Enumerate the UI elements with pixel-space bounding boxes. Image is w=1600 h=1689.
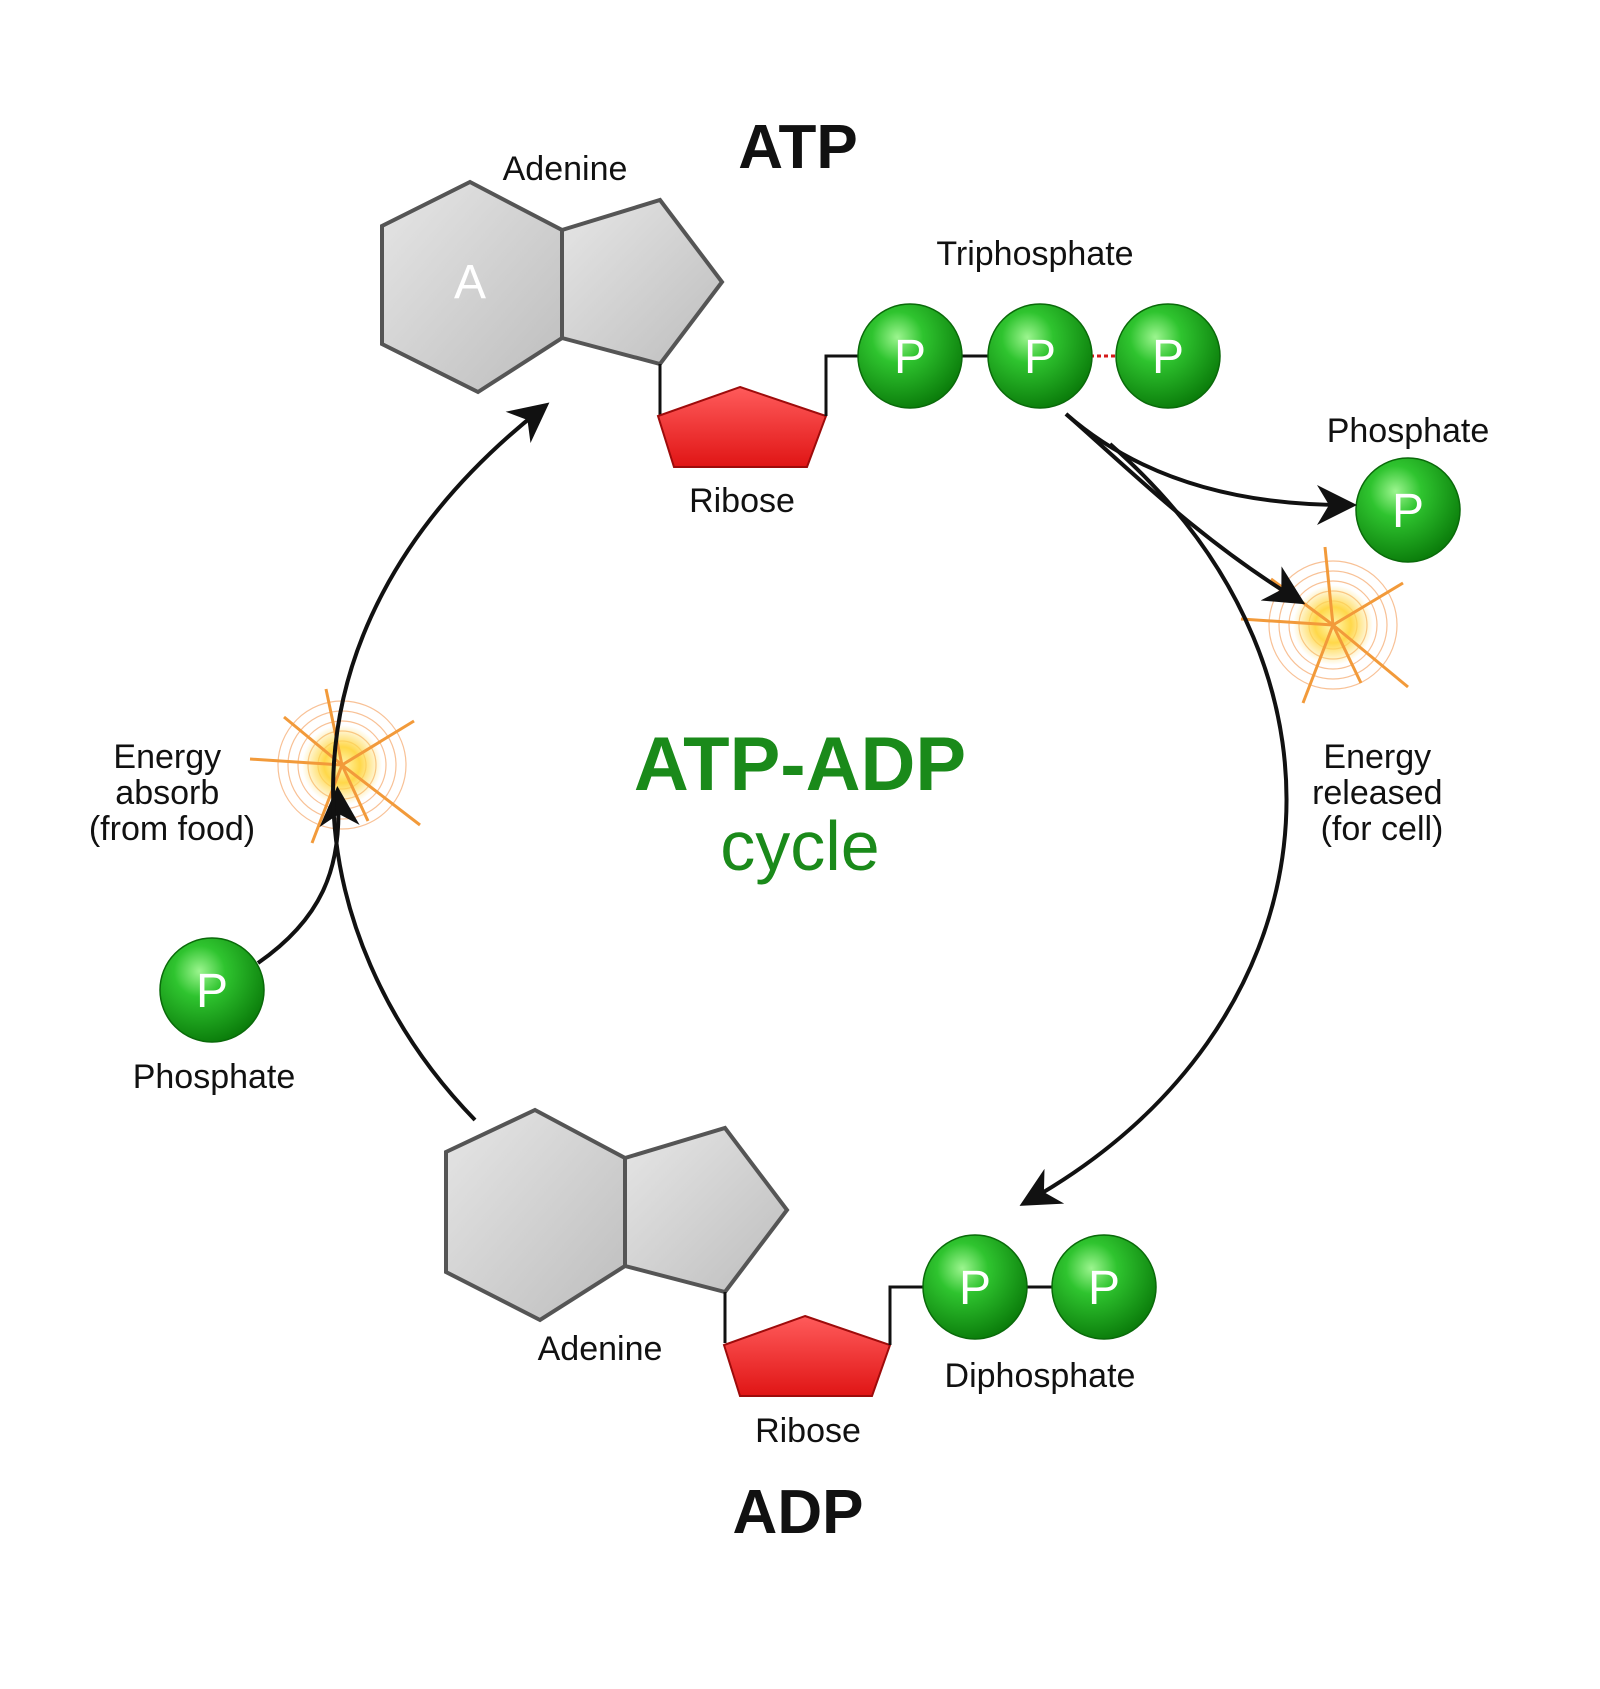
phosphate-sphere-icon [987, 303, 1093, 409]
absorbed-inputs: Energy absorb (from food) P Phosphate [89, 688, 421, 1096]
atp-phosphate-1: P [857, 303, 963, 409]
adp-title: ADP [733, 1478, 864, 1547]
phosphate-letter: P [196, 965, 228, 1018]
adp-molecule: Adenine Ribose P P Diphosphate ADP [444, 1107, 1157, 1547]
phosphate-sphere-icon [1115, 303, 1221, 409]
atp-adenine-label: Adenine [503, 150, 628, 188]
adp-ribose-label: Ribose [755, 1412, 861, 1450]
triphosphate-label: Triphosphate [936, 235, 1133, 273]
energy-released-line: Energy [1323, 738, 1431, 776]
cycle-title: ATP-ADP cycle [634, 722, 966, 885]
atp-title: ATP [738, 113, 857, 182]
phosphate-letter: P [1152, 331, 1184, 384]
center-subtitle: cycle [720, 807, 879, 885]
energy-absorb-line: absorb [115, 774, 219, 812]
atp-ribose-label: Ribose [689, 482, 795, 520]
energy-released-line: released [1312, 774, 1442, 812]
arrow-icon [256, 786, 360, 965]
arrow-icon [1064, 412, 1357, 525]
energy-absorb-label: Energy absorb (from food) [89, 738, 255, 848]
phosphate-letter: P [959, 1262, 991, 1315]
adenine-base-icon [380, 179, 725, 395]
adp-adenine-label: Adenine [538, 1330, 663, 1368]
phosphate-sphere-icon [857, 303, 963, 409]
atp-phosphate-3: P [1115, 303, 1221, 409]
absorbed-phosphate: P [159, 937, 265, 1043]
phosphate-letter: P [1392, 485, 1424, 538]
phosphate-sphere-icon [922, 1234, 1028, 1340]
energy-released-label: Energy released (for cell) [1312, 738, 1452, 848]
energy-burst-icon [1240, 546, 1409, 704]
phosphate-letter: P [1024, 331, 1056, 384]
adp-phosphate-1: P [922, 1234, 1028, 1340]
phosphate-letter: P [1088, 1262, 1120, 1315]
absorbed-phosphate-label: Phosphate [133, 1058, 296, 1096]
adenine-letter: A [454, 256, 486, 309]
energy-absorb-line: Energy [113, 738, 221, 776]
phosphate-letter: P [894, 331, 926, 384]
atp-phosphate-2: P [987, 303, 1093, 409]
phosphate-sphere-icon [1051, 1234, 1157, 1340]
ribose-pentagon-icon [656, 385, 828, 468]
diphosphate-label: Diphosphate [945, 1357, 1136, 1395]
released-phosphate: P [1355, 457, 1461, 563]
atp-molecule: ATP Adenine A Ribose Triphosphate P P P [380, 113, 1221, 520]
adenine-base-icon [444, 1107, 790, 1323]
released-phosphate-label: Phosphate [1327, 412, 1490, 450]
phosphate-sphere-icon [159, 937, 265, 1043]
ribose-pentagon-icon [722, 1314, 892, 1397]
arrow-icon [1019, 442, 1289, 1206]
energy-absorb-line: (from food) [89, 810, 255, 848]
center-title: ATP-ADP [634, 722, 966, 807]
adp-phosphate-2: P [1051, 1234, 1157, 1340]
energy-released-line: (for cell) [1321, 810, 1444, 848]
released-products: Phosphate P Energy released (for cell) [1064, 412, 1490, 848]
arrow-icon [331, 402, 550, 1122]
